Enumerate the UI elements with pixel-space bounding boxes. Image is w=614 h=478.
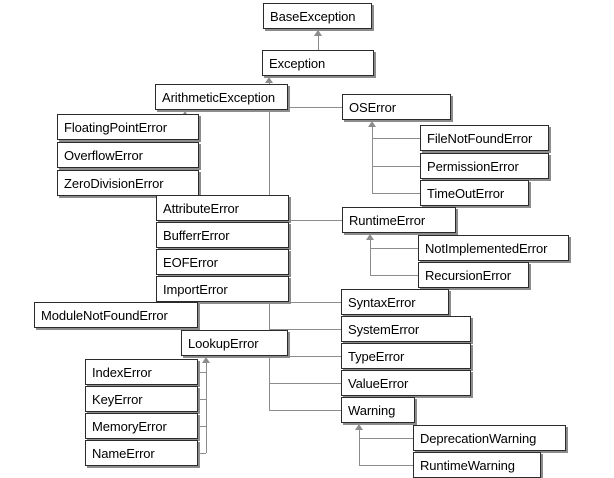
node-permission-error[interactable]: PermissionError [420, 153, 549, 179]
node-floating-point-error[interactable]: FloatingPointError [57, 114, 199, 140]
node-bufferr-error[interactable]: BufferrError [156, 222, 289, 248]
trunk-lookup-error [206, 362, 207, 453]
node-syntax-error[interactable]: SyntaxError [341, 289, 449, 315]
edge-syntax-error-to-exception [269, 302, 341, 303]
stem-base-exception [318, 35, 319, 50]
node-lookup-error[interactable]: LookupError [181, 330, 288, 356]
edge-deprecation-warning-to-warning [359, 438, 413, 439]
node-overflow-error[interactable]: OverflowError [57, 142, 199, 168]
node-recursion-error[interactable]: RecursionError [418, 262, 529, 288]
node-base-exception[interactable]: BaseException [263, 3, 372, 29]
trunk-runtime-error [370, 239, 371, 275]
node-exception[interactable]: Exception [262, 50, 374, 76]
edge-name-error-to-lookup-error [198, 453, 206, 454]
node-key-error[interactable]: KeyError [85, 386, 198, 412]
node-value-error[interactable]: ValueError [341, 370, 471, 396]
node-import-error[interactable]: ImportError [156, 276, 289, 302]
edge-os-error-to-exception [269, 107, 342, 108]
arrowhead-lookup-error [202, 357, 210, 363]
edge-value-error-to-exception [269, 383, 341, 384]
edge-index-error-to-lookup-error [198, 372, 206, 373]
node-arithmetic-exception[interactable]: ArithmeticException [155, 84, 288, 110]
edge-permission-error-to-os-error [372, 166, 420, 167]
node-index-error[interactable]: IndexError [85, 359, 198, 385]
node-file-not-found-error[interactable]: FileNotFoundError [420, 125, 549, 151]
node-module-not-found-error[interactable]: ModuleNotFoundError [34, 302, 198, 328]
node-system-error[interactable]: SystemError [341, 316, 471, 342]
node-deprecation-warning[interactable]: DeprecationWarning [413, 425, 566, 451]
edge-system-error-to-exception [269, 329, 341, 330]
node-os-error[interactable]: OSError [342, 94, 451, 120]
arrowhead-os-error [368, 121, 376, 127]
arrowhead-exception [265, 77, 273, 83]
edge-key-error-to-lookup-error [198, 399, 206, 400]
edge-recursion-error-to-runtime-error [370, 275, 418, 276]
node-eof-error[interactable]: EOFError [156, 249, 289, 275]
node-zero-division-error[interactable]: ZeroDivisionError [57, 170, 199, 196]
node-type-error[interactable]: TypeError [341, 343, 471, 369]
edge-not-implemented-error-to-runtime-error [370, 248, 418, 249]
arrowhead-runtime-error [366, 234, 374, 240]
arrowhead-warning [355, 424, 363, 430]
node-runtime-warning[interactable]: RuntimeWarning [413, 452, 541, 478]
node-warning[interactable]: Warning [341, 397, 415, 423]
edge-time-out-error-to-os-error [372, 193, 420, 194]
arrowhead-base-exception [314, 30, 322, 36]
trunk-os-error [372, 126, 373, 193]
node-time-out-error[interactable]: TimeOutError [420, 180, 529, 206]
edge-runtime-error-to-exception [269, 220, 342, 221]
trunk-warning [359, 429, 360, 465]
node-attribute-error[interactable]: AttributeError [156, 195, 289, 221]
edge-file-not-found-error-to-os-error [372, 138, 420, 139]
node-not-implemented-error[interactable]: NotImplementedError [418, 235, 569, 261]
node-memory-error[interactable]: MemoryError [85, 413, 198, 439]
edge-runtime-warning-to-warning [359, 465, 413, 466]
edge-memory-error-to-lookup-error [198, 426, 206, 427]
node-runtime-error[interactable]: RuntimeError [342, 207, 456, 233]
edge-type-error-to-exception [269, 356, 341, 357]
node-name-error[interactable]: NameError [85, 440, 198, 466]
edge-warning-to-exception [269, 410, 341, 411]
